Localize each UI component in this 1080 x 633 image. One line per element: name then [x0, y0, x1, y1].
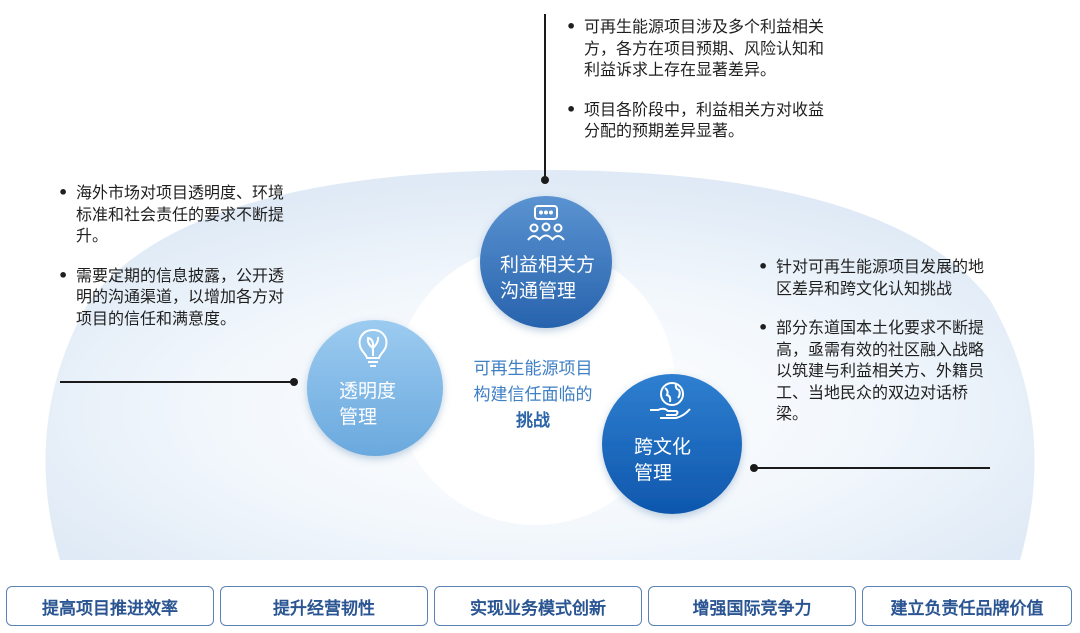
note-left-2: 需要定期的信息披露，公开透明的沟通渠道，以增加各方对项目的信任和满意度。: [56, 265, 286, 330]
node-crosscultural: 跨文化 管理: [602, 374, 742, 514]
center-line-3: 挑战: [516, 411, 550, 431]
globe-hand-icon: [650, 382, 691, 419]
value-box-competitiveness: 增强国际竞争力: [648, 586, 856, 626]
value-boxes: 提高项目推进效率 提升经营韧性 实现业务模式创新 增强国际竞争力 建立负责任品牌…: [6, 586, 1074, 628]
value-box-resilience: 提升经营韧性: [220, 586, 428, 626]
value-box-efficiency: 提高项目推进效率: [6, 586, 214, 626]
node-crosscultural-label-2: 管理: [634, 462, 673, 484]
notes-left: 海外市场对项目透明度、环境标准和社会责任的要求不断提升。 需要定期的信息披露，公…: [56, 182, 286, 347]
node-stakeholder-circle: [480, 196, 612, 328]
node-transparency-label-1: 透明度: [339, 380, 397, 402]
lightbulb-leaf-icon: [358, 328, 388, 367]
note-top-2: 项目各阶段中，利益相关方对收益分配的预期差异显著。: [564, 99, 826, 142]
node-transparency-label-2: 管理: [339, 406, 378, 428]
connector-left-line: [60, 381, 296, 383]
connector-top-dot: [541, 176, 549, 184]
center-title: 可再生能源项目 构建信任面临的 挑战: [448, 356, 618, 434]
node-stakeholder-label-1: 利益相关方: [500, 254, 596, 276]
notes-top: 可再生能源项目涉及多个利益相关方，各方在项目预期、风险认知和利益诉求上存在显著差…: [564, 16, 826, 160]
chat-people-icon: [527, 205, 565, 241]
connector-left-dot: [290, 378, 298, 386]
note-right-2: 部分东道国本土化要求不断提高，亟需有效的社区融入战略以筑建与利益相关方、外籍员工…: [756, 317, 988, 425]
node-crosscultural-label-1: 跨文化: [634, 436, 692, 458]
node-crosscultural-circle: [602, 374, 742, 514]
node-stakeholder: 利益相关方 沟通管理: [480, 196, 612, 328]
center-line-2: 构建信任面临的: [473, 385, 593, 405]
center-line-1: 可再生能源项目: [473, 359, 593, 379]
connector-right-dot: [750, 464, 758, 472]
note-right-1: 针对可再生能源项目发展的地区差异和跨文化认知挑战: [756, 256, 988, 299]
connector-top-line: [544, 14, 546, 180]
value-box-brand-value: 建立负责任品牌价值: [862, 586, 1072, 626]
note-top-1: 可再生能源项目涉及多个利益相关方，各方在项目预期、风险认知和利益诉求上存在显著差…: [564, 16, 826, 81]
node-stakeholder-label-2: 沟通管理: [500, 280, 577, 302]
notes-right: 针对可再生能源项目发展的地区差异和跨文化认知挑战 部分东道国本土化要求不断提高，…: [756, 256, 988, 443]
connector-right-line: [752, 467, 990, 469]
value-box-innovation: 实现业务模式创新: [434, 586, 642, 626]
node-transparency: 透明度 管理: [307, 320, 443, 456]
node-transparency-circle: [307, 320, 443, 456]
note-left-1: 海外市场对项目透明度、环境标准和社会责任的要求不断提升。: [56, 182, 286, 247]
